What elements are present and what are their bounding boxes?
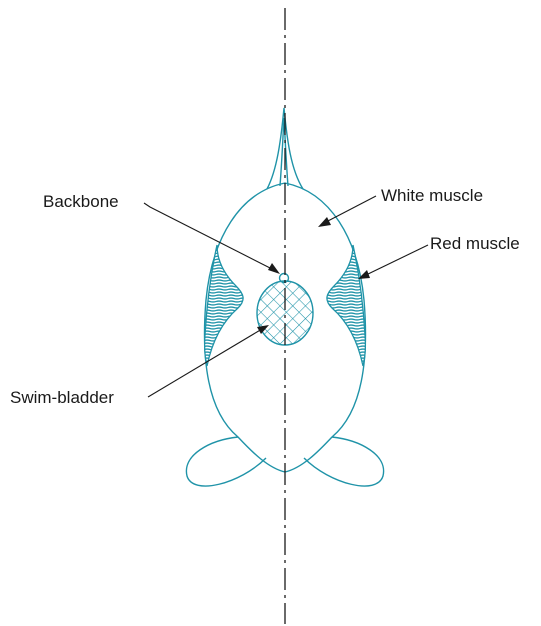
- white-muscle-leader: [326, 196, 376, 222]
- white-muscle-label: White muscle: [381, 186, 483, 205]
- red-muscle-label: Red muscle: [430, 234, 520, 253]
- backbone-leader: [144, 203, 276, 271]
- swim-bladder-label: Swim-bladder: [10, 388, 114, 407]
- right-lower-fin: [304, 437, 384, 486]
- backbone-arrowhead: [268, 263, 280, 274]
- white-muscle-arrowhead: [318, 217, 331, 227]
- left-lower-fin: [186, 437, 266, 486]
- red-muscle-leader: [366, 245, 428, 275]
- backbone-label: Backbone: [43, 192, 119, 211]
- right-red-muscle: [327, 245, 365, 366]
- left-red-muscle: [205, 245, 243, 366]
